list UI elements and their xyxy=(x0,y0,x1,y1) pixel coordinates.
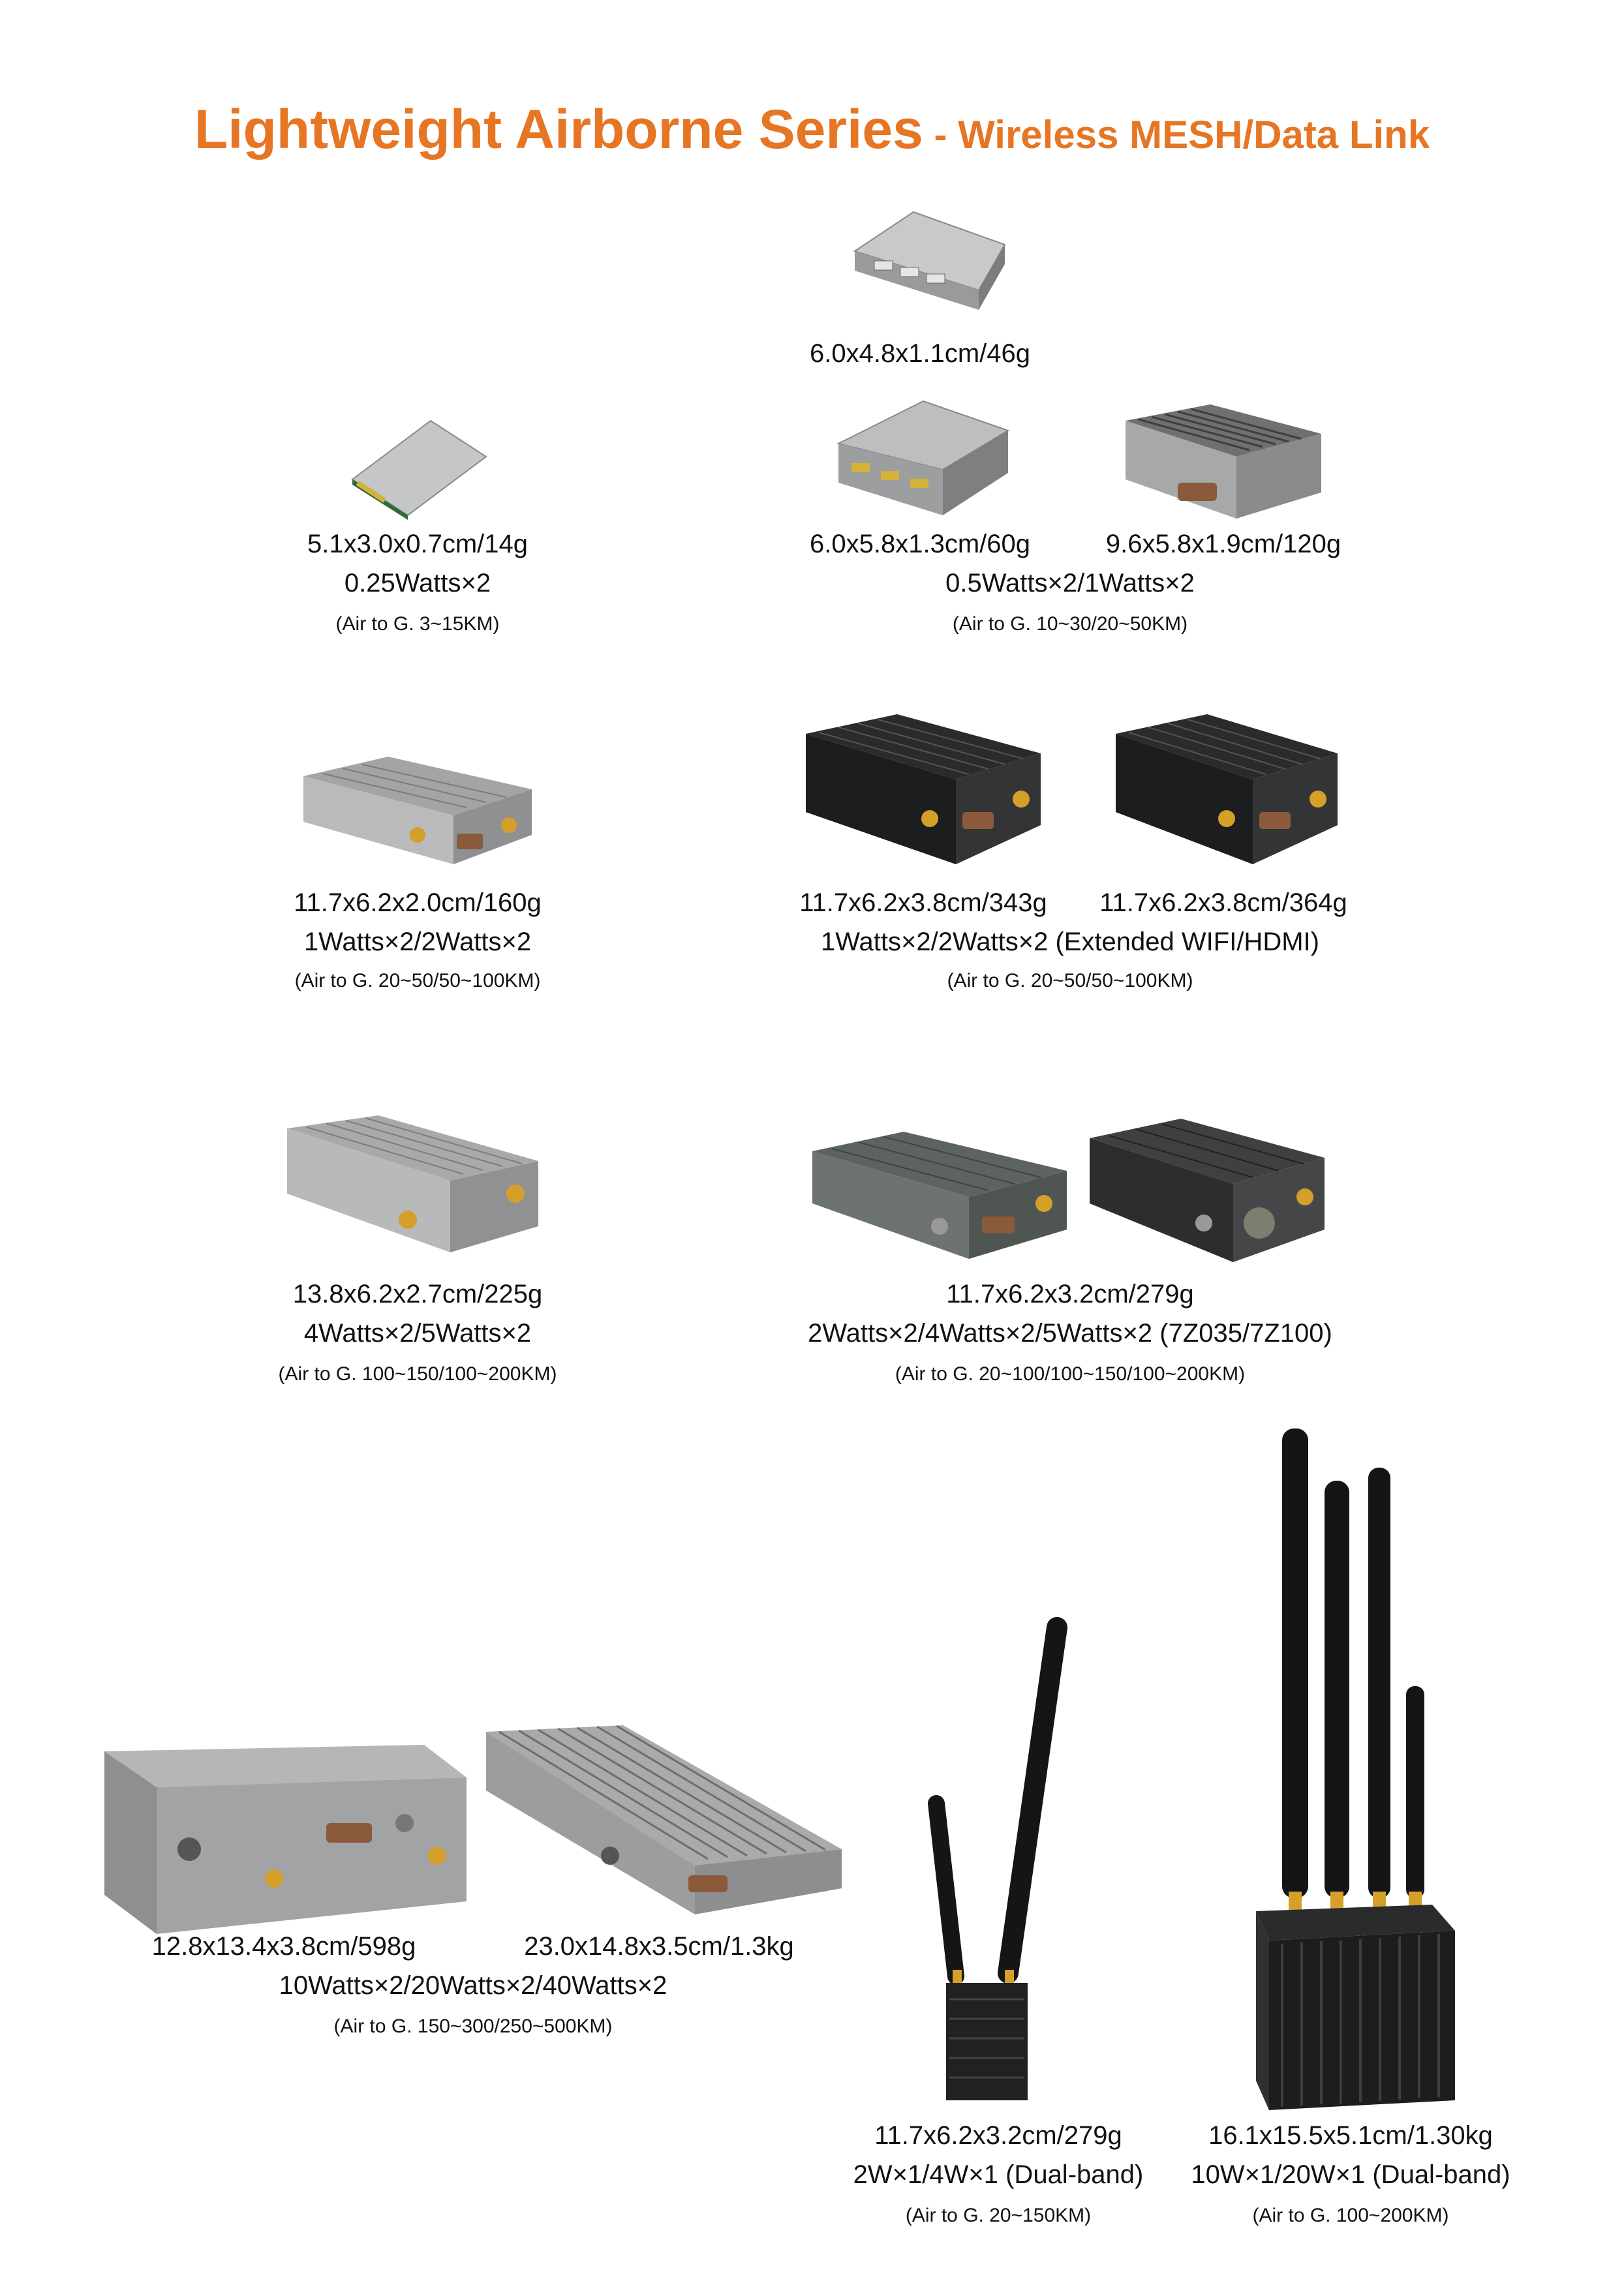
title-sub: - Wireless MESH/Data Link xyxy=(923,113,1430,157)
product-power-group-c: 1Watts×2/2Watts×2 (Extended WIFI/HDMI) xyxy=(821,928,1319,956)
product-image-green-279g xyxy=(806,1125,1073,1269)
product-image-dark-279g xyxy=(1083,1112,1331,1272)
product-range-dual-band-small: (Air to G. 20~150KM) xyxy=(905,2205,1092,2226)
product-dim-module-60g: 6.0x5.8x1.3cm/60g xyxy=(810,530,1030,558)
product-image-finned-120g xyxy=(1112,395,1334,525)
product-power-mini-pcie: 0.25Watts×2 xyxy=(344,569,491,597)
product-image-silver-160g xyxy=(297,750,538,874)
product-power-dual-band-small: 2W×1/4W×1 (Dual-band) xyxy=(853,2160,1144,2189)
product-dim-silver-225g: 13.8x6.2x2.7cm/225g xyxy=(292,1280,543,1308)
product-power-group-e: 10Watts×2/20Watts×2/40Watts×2 xyxy=(279,1971,667,2000)
product-image-dual-band-small xyxy=(910,1614,1080,2107)
product-dim-module-46g: 6.0x4.8x1.1cm/46g xyxy=(810,339,1030,368)
product-dim-group-d: 11.7x6.2x3.2cm/279g xyxy=(946,1280,1194,1308)
product-dim-large-13kg: 23.0x14.8x3.5cm/1.3kg xyxy=(524,1932,794,1961)
product-dim-large-598g: 12.8x13.4x3.8cm/598g xyxy=(151,1932,416,1961)
product-power-silver-225g: 4Watts×2/5Watts×2 xyxy=(303,1319,532,1348)
product-range-mini-pcie: (Air to G. 3~15KM) xyxy=(335,613,500,635)
product-dim-finned-120g: 9.6x5.8x1.9cm/120g xyxy=(1105,530,1341,558)
product-image-large-13kg xyxy=(480,1719,851,1941)
title-main: Lightweight Airborne Series xyxy=(194,98,923,160)
product-dim-black-343g: 11.7x6.2x3.8cm/343g xyxy=(799,888,1047,917)
product-image-module-46g xyxy=(829,205,1018,333)
product-range-group-d: (Air to G. 20~100/100~150/100~200KM) xyxy=(895,1363,1246,1385)
product-range-silver-160g: (Air to G. 20~50/50~100KM) xyxy=(294,970,541,991)
product-dim-dual-band-small: 11.7x6.2x3.2cm/279g xyxy=(874,2121,1122,2150)
product-image-black-343g xyxy=(799,708,1047,874)
product-image-mini-pcie xyxy=(339,408,496,522)
product-image-dual-band-large xyxy=(1243,1422,1458,2113)
product-power-dual-band-large: 10W×1/20W×1 (Dual-band) xyxy=(1191,2160,1510,2189)
product-range-silver-225g: (Air to G. 100~150/100~200KM) xyxy=(278,1363,557,1385)
product-dim-dual-band-large: 16.1x15.5x5.1cm/1.30kg xyxy=(1208,2121,1493,2150)
product-dim-mini-pcie: 5.1x3.0x0.7cm/14g xyxy=(307,530,528,558)
product-range-group-c: (Air to G. 20~50/50~100KM) xyxy=(947,970,1193,991)
product-image-black-364g xyxy=(1109,708,1344,874)
product-dim-silver-160g: 11.7x6.2x2.0cm/160g xyxy=(294,888,542,917)
product-range-group-e: (Air to G. 150~300/250~500KM) xyxy=(333,2016,613,2037)
product-power-group-b: 0.5Watts×2/1Watts×2 xyxy=(945,569,1195,597)
product-range-group-b: (Air to G. 10~30/20~50KM) xyxy=(952,613,1188,635)
product-range-dual-band-large: (Air to G. 100~200KM) xyxy=(1252,2205,1449,2226)
product-power-group-d: 2Watts×2/4Watts×2/5Watts×2 (7Z035/7Z100) xyxy=(808,1319,1332,1348)
page-title: Lightweight Airborne Series - Wireless M… xyxy=(0,98,1624,161)
product-dim-black-364g: 11.7x6.2x3.8cm/364g xyxy=(1099,888,1347,917)
product-image-silver-225g xyxy=(281,1109,545,1262)
product-image-module-60g xyxy=(825,391,1015,525)
product-power-silver-160g: 1Watts×2/2Watts×2 xyxy=(303,928,532,956)
product-image-large-598g xyxy=(98,1738,473,1937)
